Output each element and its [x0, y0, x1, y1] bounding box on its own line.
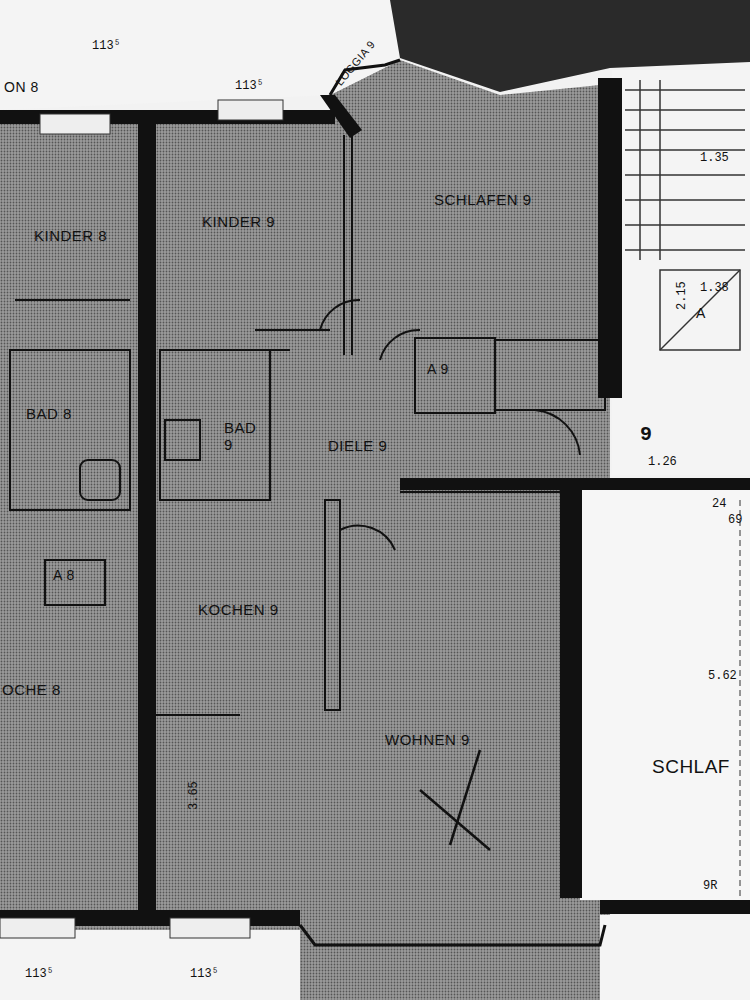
room-area: KINDER 9	[160, 128, 340, 328]
room-area: LOGGIA 9	[325, 62, 395, 107]
dimension-label: 3.65	[188, 781, 200, 810]
room-area: KINDER 8	[0, 130, 138, 295]
dimension-label: 24	[712, 498, 726, 510]
room-name: KOCHEN 9	[198, 602, 279, 619]
room-name: BAD 9	[224, 420, 266, 453]
dimension-label: 5.62	[708, 670, 737, 682]
room-area: KOCHEN 9	[160, 520, 320, 900]
room-name: KINDER 8	[34, 228, 107, 245]
dimension-label: 113⁵	[235, 80, 264, 92]
dimension-label: 1.26	[648, 456, 677, 468]
room-name: ON 8	[4, 80, 39, 95]
dimension-label: 9R	[703, 880, 717, 892]
room-name: WOHNEN 9	[385, 732, 470, 749]
room-area: WOHNEN 9	[345, 500, 555, 900]
dimension-label: 2.15	[676, 281, 688, 310]
room-area: A 9	[417, 340, 493, 411]
dimension-label: 1.38	[700, 282, 729, 294]
room-name: A 8	[53, 568, 75, 583]
dimension-label: 1.35	[700, 152, 729, 164]
room-area: A 8	[47, 562, 103, 603]
room-name: OCHE 8	[2, 682, 61, 699]
room-name: KINDER 9	[202, 214, 275, 231]
room-area: DIELE 9	[290, 412, 555, 476]
dimension-label: 113⁵	[190, 968, 219, 980]
room-area: BAD 8	[12, 352, 128, 508]
room-name: BAD 8	[26, 406, 72, 423]
room-area: BAD 9	[162, 352, 268, 498]
dimension-label: 69	[728, 514, 742, 526]
room-name: SCHLAF	[652, 757, 730, 778]
room-area: OCHE 8	[0, 610, 136, 900]
room-area: SCHLAF	[584, 495, 734, 895]
room-name: A	[696, 306, 706, 321]
room-name: A 9	[427, 362, 449, 377]
room-name: DIELE 9	[328, 438, 387, 455]
dimension-label: 113⁵	[92, 40, 121, 52]
unit-number: 9	[640, 425, 652, 445]
dimension-label: 113⁵	[25, 968, 54, 980]
room-area: SCHLAFEN 9	[356, 92, 596, 327]
room-area: ON 8	[0, 60, 110, 110]
room-name: SCHLAFEN 9	[434, 192, 532, 209]
